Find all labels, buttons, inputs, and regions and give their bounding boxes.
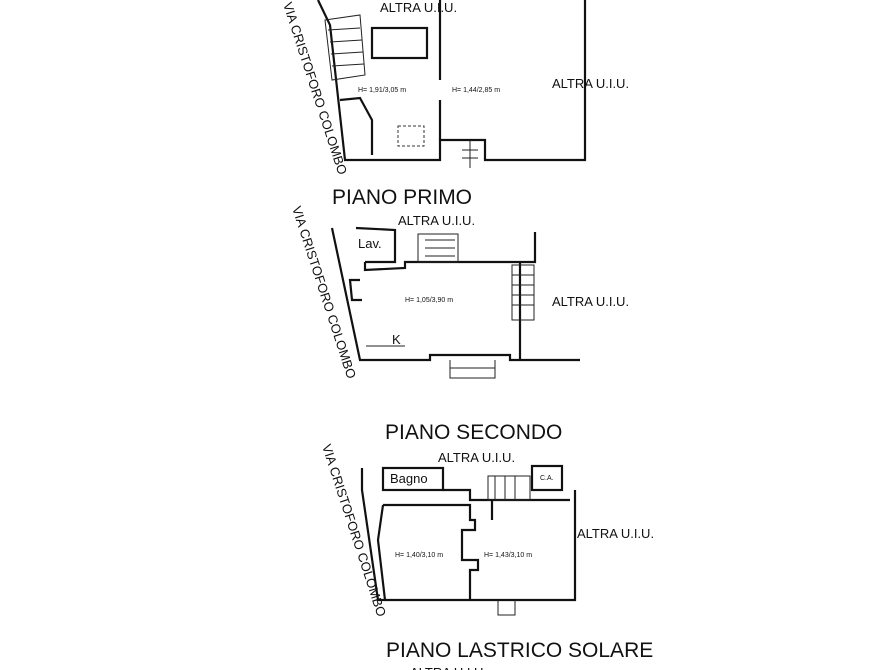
- floor-plan-first: ALTRA U.I.U. ALTRA U.I.U. Lav. K H= 1,05…: [289, 204, 629, 380]
- adjacent-unit-label: ALTRA U.I.U.: [577, 526, 654, 541]
- floor-title: PIANO SECONDO: [385, 421, 562, 444]
- room-label-bathroom: Bagno: [390, 471, 428, 486]
- room-label-ca: C.A.: [540, 475, 554, 482]
- ceiling-height-label: H= 1,43/3,10 m: [484, 552, 532, 559]
- adjacent-unit-label: ALTRA U.I.U.: [552, 76, 629, 91]
- adjacent-unit-label: ALTRA U.I.U.: [552, 294, 629, 309]
- street-label: VIA CRISTOFORO COLOMBO: [280, 0, 350, 176]
- floor-title: PIANO PRIMO: [332, 186, 472, 209]
- floor-title: PIANO LASTRICO SOLARE: [386, 639, 653, 662]
- ceiling-height-label: H= 1,05/3,90 m: [405, 297, 453, 304]
- adjacent-unit-label: ALTRA U.I.U.: [410, 665, 487, 670]
- room-label-laundry: Lav.: [358, 236, 382, 251]
- ceiling-height-label: H= 1,91/3,05 m: [358, 87, 406, 94]
- adjacent-unit-label: ALTRA U.I.U.: [398, 213, 475, 228]
- room-label-kitchen: K: [392, 332, 401, 347]
- floor-plan-ground: ALTRA U.I.U. ALTRA U.I.U. H= 1,91/3,05 m…: [280, 0, 629, 176]
- street-label: VIA CRISTOFORO COLOMBO: [289, 204, 359, 380]
- floor-plan-second: ALTRA U.I.U. ALTRA U.I.U. Bagno C.A. H= …: [319, 442, 654, 618]
- ceiling-height-label: H= 1,40/3,10 m: [395, 552, 443, 559]
- adjacent-unit-label: ALTRA U.I.U.: [438, 450, 515, 465]
- adjacent-unit-label: ALTRA U.I.U.: [380, 0, 457, 15]
- ceiling-height-label: H= 1,44/2,85 m: [452, 87, 500, 94]
